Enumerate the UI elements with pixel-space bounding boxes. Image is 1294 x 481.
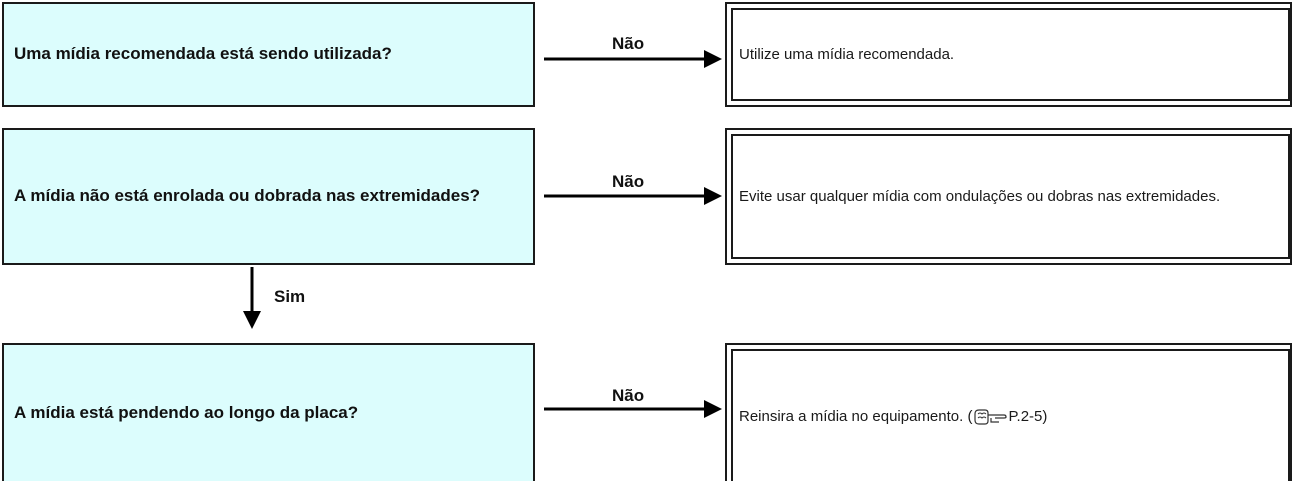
answer-text-3-ref: P.2-5) [1008, 407, 1048, 425]
answer-box-2: Evite usar qualquer mídia com ondulações… [725, 128, 1292, 265]
arrow-right-2 [544, 187, 722, 205]
answer-text-3-prefix: Reinsira a mídia no equipamento. ( [739, 407, 973, 425]
no-label-3: Não [612, 386, 645, 405]
question-text-1: Uma mídia recomendada está sendo utiliza… [14, 44, 392, 64]
answer-text-1: Utilize uma mídia recomendada. [739, 46, 955, 63]
answer-inner-2: Evite usar qualquer mídia com ondulações… [731, 134, 1290, 259]
no-label-1: Não [612, 34, 645, 53]
yes-label: Sim [274, 287, 306, 306]
arrow-right-1 [544, 50, 722, 68]
answer-text-2: Evite usar qualquer mídia com ondulações… [739, 188, 1221, 205]
question-box-2: A mídia não está enrolada ou dobrada nas… [2, 128, 535, 265]
reference-pointing-hand-icon [974, 408, 1008, 425]
arrow-right-3 [544, 400, 722, 418]
question-box-3: A mídia está pendendo ao longo da placa? [2, 343, 535, 481]
answer-box-1: Utilize uma mídia recomendada. [725, 2, 1292, 107]
question-box-1: Uma mídia recomendada está sendo utiliza… [2, 2, 535, 107]
question-text-2: A mídia não está enrolada ou dobrada nas… [14, 186, 481, 206]
question-text-3: A mídia está pendendo ao longo da placa? [14, 402, 359, 422]
answer-box-3: Reinsira a mídia no equipamento. ( P.2-5… [725, 343, 1292, 481]
answer-text-3: Reinsira a mídia no equipamento. ( P.2-5… [739, 406, 1047, 427]
answer-inner-1: Utilize uma mídia recomendada. [731, 8, 1290, 101]
arrow-down-yes [243, 267, 261, 329]
no-label-2: Não [612, 172, 645, 191]
answer-inner-3: Reinsira a mídia no equipamento. ( P.2-5… [731, 349, 1290, 481]
